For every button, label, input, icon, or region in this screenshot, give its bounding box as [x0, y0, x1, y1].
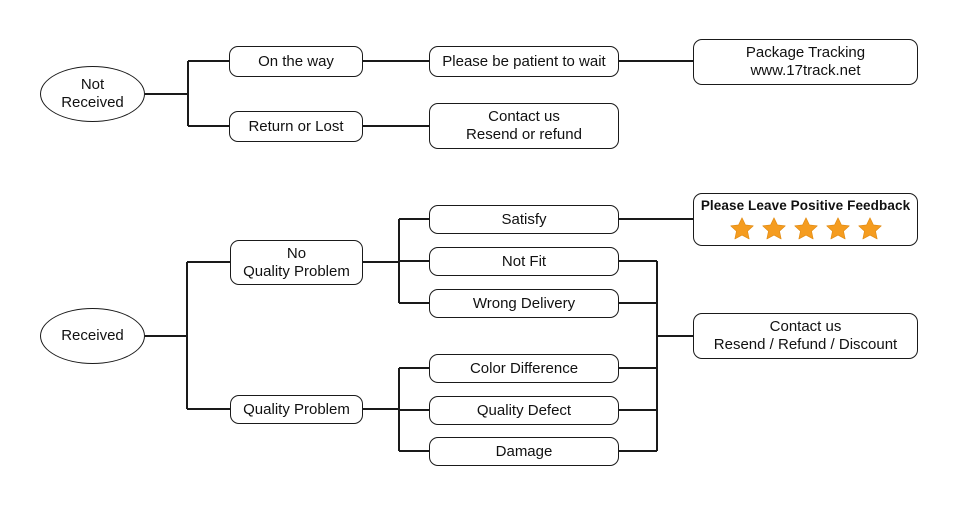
star-icon[interactable] — [825, 216, 851, 242]
node-on-the-way[interactable]: On the way — [229, 46, 363, 77]
node-quality-problem[interactable]: Quality Problem — [230, 395, 363, 424]
star-icon[interactable] — [793, 216, 819, 242]
node-received[interactable]: Received — [40, 308, 145, 364]
node-color-difference[interactable]: Color Difference — [429, 354, 619, 383]
node-not-received-line1: Not — [80, 76, 105, 94]
node-satisfy[interactable]: Satisfy — [429, 205, 619, 234]
node-package-tracking-line1: Package Tracking — [745, 44, 866, 62]
node-not-received-line2: Received — [61, 94, 124, 111]
node-package-tracking[interactable]: Package Tracking www.17track.net — [693, 39, 918, 85]
node-package-tracking-line2: www.17track.net — [750, 62, 861, 79]
node-no-quality-problem-line1: No — [286, 244, 307, 262]
node-satisfy-label: Satisfy — [501, 210, 547, 228]
star-icon[interactable] — [729, 216, 755, 242]
node-on-the-way-label: On the way — [258, 52, 334, 70]
node-not-received[interactable]: Not Received — [40, 66, 145, 122]
node-wrong-delivery[interactable]: Wrong Delivery — [429, 289, 619, 318]
node-not-fit-label: Not Fit — [501, 252, 547, 270]
node-please-be-patient[interactable]: Please be patient to wait — [429, 46, 619, 77]
node-resolution-line1: Contact us — [769, 318, 842, 336]
node-no-quality-problem[interactable]: No Quality Problem — [230, 240, 363, 285]
node-wrong-delivery-label: Wrong Delivery — [472, 294, 576, 312]
node-no-quality-problem-line2: Quality Problem — [243, 262, 350, 280]
node-quality-defect[interactable]: Quality Defect — [429, 396, 619, 425]
feedback-caption: Please Leave Positive Feedback — [700, 198, 911, 213]
node-damage[interactable]: Damage — [429, 437, 619, 466]
node-damage-label: Damage — [495, 442, 553, 460]
star-icon[interactable] — [857, 216, 883, 242]
node-color-difference-label: Color Difference — [469, 359, 579, 377]
node-please-be-patient-label: Please be patient to wait — [442, 52, 606, 70]
node-received-label: Received — [61, 327, 124, 345]
node-resolution-contact-us[interactable]: Contact us Resend / Refund / Discount — [693, 313, 918, 359]
node-contact-us-line1: Contact us — [488, 108, 560, 126]
node-quality-problem-label: Quality Problem — [243, 400, 350, 418]
node-contact-us-resend-refund[interactable]: Contact us Resend or refund — [429, 103, 619, 149]
node-not-fit[interactable]: Not Fit — [429, 247, 619, 276]
node-return-or-lost[interactable]: Return or Lost — [229, 111, 363, 142]
node-resolution-line2: Resend / Refund / Discount — [713, 336, 898, 353]
node-return-or-lost-label: Return or Lost — [248, 117, 344, 135]
node-contact-us-line2: Resend or refund — [466, 126, 582, 143]
star-rating[interactable] — [729, 216, 883, 242]
node-positive-feedback[interactable]: Please Leave Positive Feedback — [693, 193, 918, 246]
node-quality-defect-label: Quality Defect — [476, 401, 572, 419]
star-icon[interactable] — [761, 216, 787, 242]
